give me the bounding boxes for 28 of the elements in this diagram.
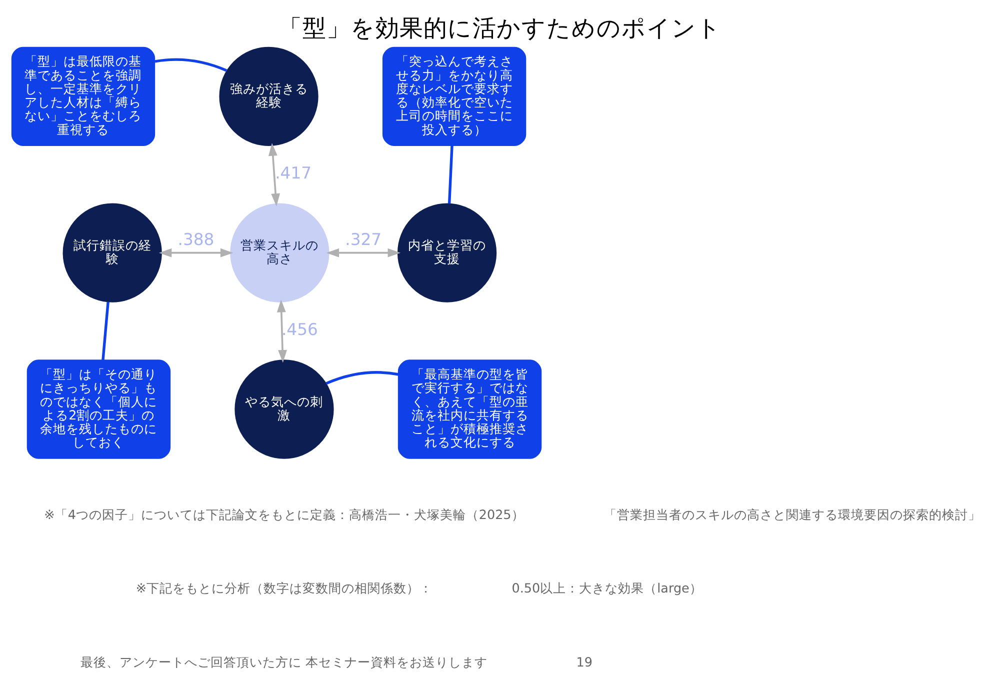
diagram-title: 「型」を効果的に活かすためのポイント (278, 14, 722, 42)
edge-label: .327 (345, 230, 382, 249)
node-box: 「型」は「その通りにきっちりやる」ものではなく「個人による2割の工夫」の余地を残したものにしておく (26, 359, 171, 458)
node-box: 「最高基準の型を皆で実行する」ではなく、あえて「型の亜流を社内に共有すること」が積極推奨される文化にする (398, 359, 542, 458)
connector (326, 370, 398, 384)
node-box: 「突っ込んで考えさせる力」をかなり高度なレベルで要求する（効率化で空いた上司の時間をここに投入する） (382, 46, 526, 146)
node-circle: 試行錯誤の経験 (62, 202, 162, 302)
arrow (268, 142, 280, 206)
label: ※下記をもとに分析（数字は変数間の相関係数）： (136, 581, 433, 596)
arrow (326, 248, 401, 257)
node-circle: 強みが活きる経験 (219, 46, 318, 146)
arrow (158, 248, 234, 257)
edge-label: .456 (281, 320, 318, 339)
edge-label: .388 (178, 230, 214, 249)
node-circle: やる気への刺激 (234, 359, 334, 458)
node-box: 「型」は最低限の基準であることを強調し、一定基準をクリアした人材は「縛らない」ことをむしろ重視する (11, 46, 156, 146)
connector (448, 145, 454, 204)
label: 0.50以上：大きな効果（large） (512, 581, 702, 596)
label: 19 (576, 654, 592, 670)
label: ※「4つの因子」については下記論文をもとに定義：高橋浩一・犬塚美輪（2025） (44, 508, 524, 523)
edge-label: .417 (275, 163, 312, 182)
connector (154, 58, 228, 72)
label: 最後、アンケートへご回答頂いた方に 本セミナー資料をお送りします (80, 654, 488, 670)
connector (102, 301, 110, 360)
arrow (276, 298, 287, 362)
node-circle: 内省と学習の支援 (397, 202, 497, 302)
label: 「営業担当者のスキルの高さと関連する環境要因の探索的検討」 (604, 508, 982, 523)
node-circle: 営業スキルの高さ (230, 202, 330, 302)
